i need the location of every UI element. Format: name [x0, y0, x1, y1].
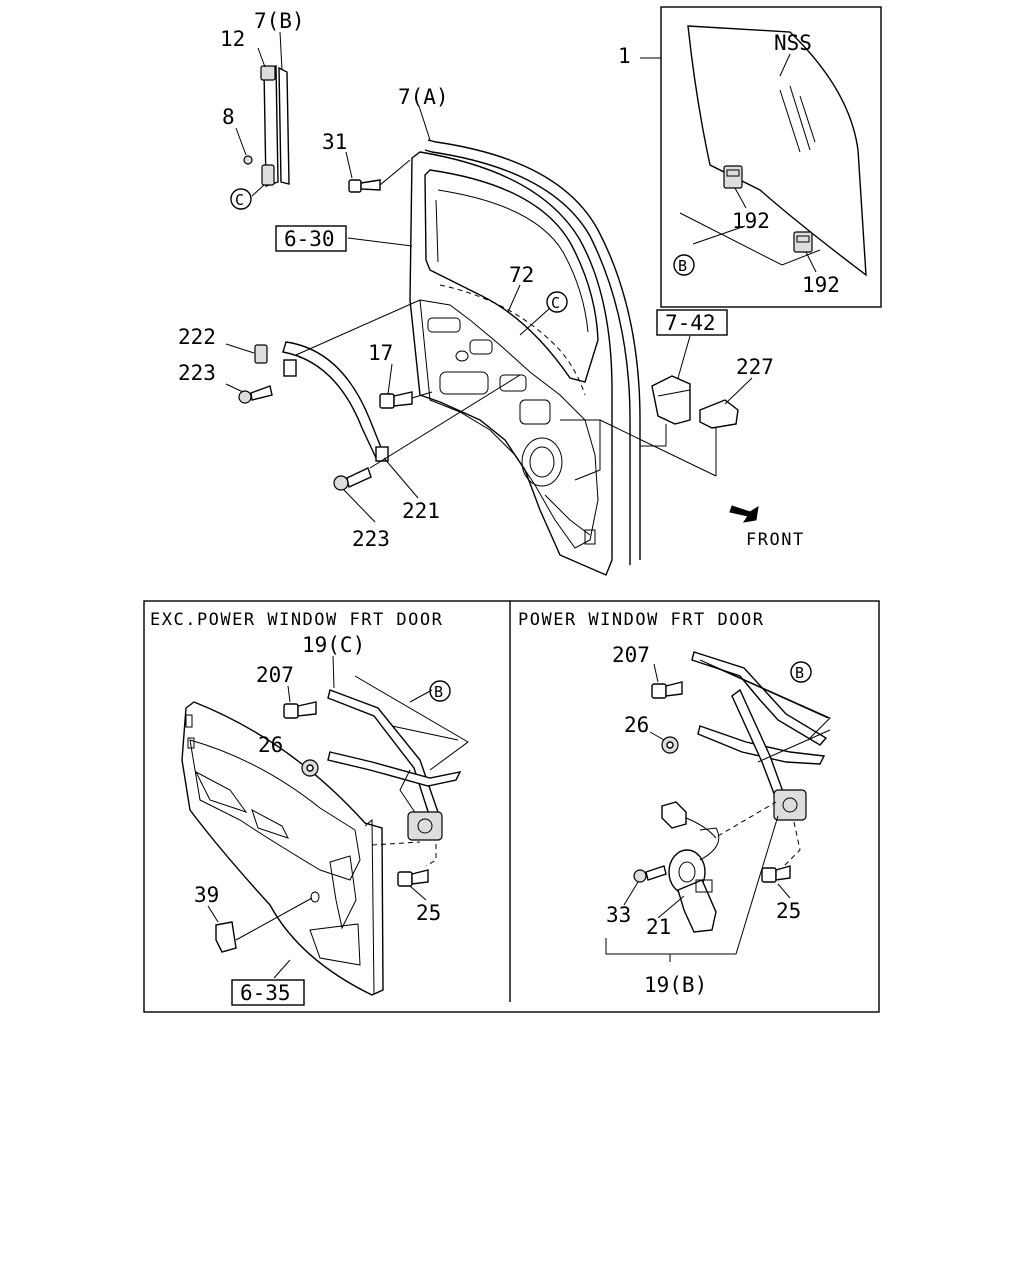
screw-33 — [633, 869, 647, 883]
power-regulator-arm — [691, 651, 828, 746]
callout-17: 17 — [368, 341, 393, 365]
inner-panel — [419, 299, 599, 549]
door-trim-635 — [181, 701, 384, 996]
callout-12: 12 — [220, 27, 245, 51]
motor-connector — [661, 801, 687, 829]
handle-parts — [599, 375, 739, 477]
bolt-207 — [283, 703, 299, 719]
door-glass — [687, 25, 867, 277]
ref-box-635 — [231, 979, 305, 1006]
callout-26-right: 26 — [624, 713, 649, 737]
window-motor-21 — [668, 827, 720, 933]
rail-221 — [238, 299, 521, 491]
front-arrow-icon — [729, 505, 759, 523]
callout-19c: 19(C) — [302, 633, 365, 657]
callout-31: 31 — [322, 130, 347, 154]
bolt-17 — [379, 391, 433, 409]
callout-39: 39 — [194, 883, 219, 907]
callout-b-glass: B — [678, 257, 687, 275]
callout-8: 8 — [222, 105, 235, 129]
callout-222: 222 — [178, 325, 216, 349]
regulator-gear — [407, 811, 443, 841]
window-opening — [424, 169, 599, 383]
inner-handle-742 — [651, 375, 691, 425]
callout-742: 7-42 — [665, 311, 716, 335]
ref-box-742 — [656, 309, 728, 336]
callout-635: 6-35 — [240, 981, 291, 1005]
callout-192-lower: 192 — [802, 273, 840, 297]
handle-cover-227 — [699, 399, 739, 429]
ref-c-mid-icon — [546, 291, 568, 313]
cap-222 — [254, 344, 268, 364]
door-assembly — [409, 139, 641, 576]
panel-left-caption: EXC.POWER WINDOW FRT DOOR — [150, 610, 443, 630]
bolt-207-power — [651, 683, 667, 699]
handle-39 — [215, 921, 237, 953]
glass-inset — [640, 6, 882, 308]
callout-221: 221 — [402, 499, 440, 523]
callout-19b: 19(B) — [644, 973, 707, 997]
callout-c-top: C — [235, 191, 244, 209]
regulator-gear-power — [773, 789, 807, 821]
callout-nss: NSS — [774, 31, 812, 55]
bolt-25-power — [761, 867, 777, 883]
rear-channel-7b — [243, 65, 290, 187]
callout-26-left: 26 — [258, 733, 283, 757]
callout-33: 33 — [606, 903, 631, 927]
callout-207-right: 207 — [612, 643, 650, 667]
callout-25-right: 25 — [776, 899, 801, 923]
callout-227: 227 — [736, 355, 774, 379]
panel-power-regulator: POWER WINDOW FRT DOOR — [518, 610, 831, 997]
run-channel-72 — [439, 284, 586, 396]
bolt-31 — [348, 159, 411, 193]
callout-630: 6-30 — [284, 227, 335, 251]
bolt-25 — [397, 871, 413, 887]
regulator-panels-frame — [143, 600, 880, 1013]
ref-b-right-icon — [790, 661, 812, 683]
ref-b-left-icon — [429, 680, 451, 702]
callout-192-upper: 192 — [732, 209, 770, 233]
callout-21: 21 — [646, 915, 671, 939]
speaker-opening — [521, 437, 563, 487]
callout-72: 72 — [509, 263, 534, 287]
panel-right-caption: POWER WINDOW FRT DOOR — [518, 610, 764, 630]
clip-192-upper — [723, 165, 743, 189]
ref-b-glass-icon — [673, 254, 695, 276]
ref-box-630 — [275, 225, 347, 252]
clip-12 — [260, 65, 276, 81]
screw-223-lower — [333, 475, 349, 491]
callout-front: FRONT — [746, 530, 805, 550]
panel-manual-regulator: EXC.POWER WINDOW FRT DOOR — [150, 610, 469, 1006]
callout-1: 1 — [618, 44, 631, 68]
callout-223-upper: 223 — [178, 361, 216, 385]
callout-7a: 7(A) — [398, 85, 449, 109]
callout-7b: 7(B) — [254, 9, 305, 33]
screw-223-upper — [238, 390, 252, 404]
callout-c-mid: C — [551, 294, 560, 312]
callout-b-right: B — [795, 664, 804, 682]
weatherstrip-7a — [424, 139, 641, 565]
door-frame — [409, 151, 613, 576]
leader-lines-top — [225, 31, 817, 523]
callout-207-left: 207 — [256, 663, 294, 687]
ref-c-top-icon — [230, 188, 252, 210]
callout-25-left: 25 — [416, 901, 441, 925]
callout-b-left: B — [434, 683, 443, 701]
screw-8 — [243, 155, 253, 165]
callout-223-lower: 223 — [352, 527, 390, 551]
